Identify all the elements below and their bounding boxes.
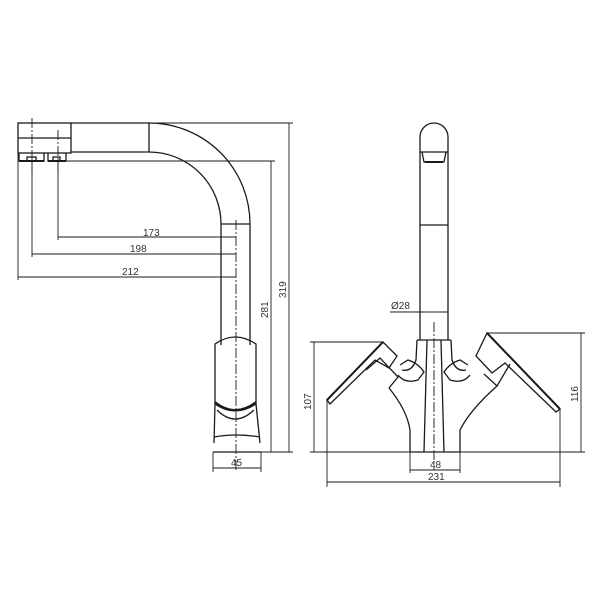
right-handle (443, 331, 561, 452)
dim-116: 116 (460, 332, 585, 453)
dim-107-label: 107 (303, 393, 314, 410)
dim-198-label: 198 (130, 244, 147, 255)
dim-319: 319 (149, 122, 293, 453)
dim-116-label: 116 (570, 386, 581, 402)
dim-173-label: 173 (143, 228, 160, 239)
side-view: 173 198 212 281 319 (17, 118, 293, 472)
dim-107: 107 (303, 341, 410, 453)
front-spout (419, 122, 449, 340)
dim-48-label: 48 (430, 460, 442, 471)
dim-48: 48 (409, 452, 461, 473)
dim-45-label: 45 (231, 458, 243, 469)
dim-281-label: 281 (260, 301, 271, 318)
side-handle-base (213, 336, 261, 453)
spout-head (17, 122, 72, 162)
dim-45: 45 (212, 452, 262, 472)
dim-198: 198 (31, 161, 236, 257)
dim-173: 173 (57, 161, 236, 240)
dim-231-label: 231 (428, 472, 445, 483)
dim-212-label: 212 (122, 267, 139, 278)
dim-281: 281 (66, 160, 275, 453)
dim-212: 212 (17, 153, 236, 280)
dim-319-label: 319 (278, 281, 289, 298)
spout-arm (71, 122, 251, 345)
dim-diameter-label: Ø28 (391, 301, 410, 312)
front-view: Ø28 107 116 48 231 (303, 122, 585, 487)
dim-diameter-28: Ø28 (390, 301, 448, 313)
left-handle (326, 341, 425, 452)
dim-231: 231 (326, 400, 561, 487)
